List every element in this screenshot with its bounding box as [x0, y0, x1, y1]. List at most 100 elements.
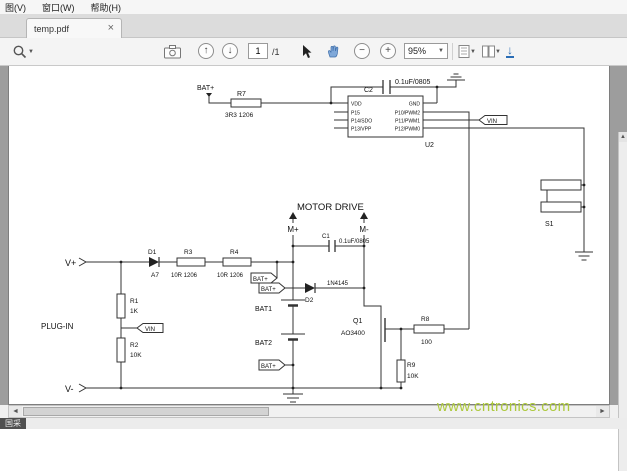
page-number-input[interactable] [248, 43, 268, 59]
q1-ref-label: Q1 [353, 318, 362, 325]
previous-view-button[interactable]: ↑ [198, 43, 214, 59]
r8-body [414, 325, 444, 333]
bat-plus-top-label: BAT+ [197, 85, 214, 92]
dropdown-caret-icon: ▼ [438, 48, 444, 54]
u2-pin-p11: P11/PWM1 [395, 119, 420, 125]
menu-window[interactable]: 窗口(W) [42, 1, 75, 14]
u2-pin-gnd: GND [409, 102, 421, 108]
download-icon: ↓ [506, 45, 514, 58]
scroll-up-arrow-icon[interactable]: ▲ [619, 132, 627, 142]
snapshot-button[interactable] [164, 43, 181, 60]
r3-body [177, 258, 205, 266]
zoom-level-value: 95% [408, 46, 426, 56]
c2-value-label: 0.1uF/0805 [395, 79, 431, 86]
u2-pin-p15: P15 [351, 111, 360, 117]
watermark-text: www.cntronics.com [437, 398, 570, 415]
scroll-right-arrow-icon[interactable]: ► [596, 406, 609, 417]
u2-ref-label: U2 [425, 142, 434, 149]
s1-contact-top [541, 180, 581, 190]
plug-in-label: PLUG-IN [41, 322, 74, 331]
u2-pin-vdd: VDD [351, 102, 362, 108]
menu-view[interactable]: 图(V) [5, 1, 26, 14]
page-count-label: /1 [272, 43, 280, 60]
d1-ref-label: D1 [148, 249, 157, 256]
download-button[interactable]: ↓ [506, 43, 514, 60]
s1-contact-bottom [541, 202, 581, 212]
motor-drive-title: MOTOR DRIVE [297, 202, 364, 213]
magnifier-icon [12, 44, 28, 60]
u2-pin-p14: P14/SDO [351, 119, 372, 125]
r1-ref-label: R1 [130, 298, 139, 305]
pdf-viewer-window: 图(V) 窗口(W) 帮助(H) temp.pdf × ▼ ↑ ↓ /1 − +… [0, 0, 627, 429]
m-minus-arrow-icon [360, 212, 368, 219]
r1-value-label: 1K [130, 308, 139, 315]
tab-temp-pdf[interactable]: temp.pdf × [26, 18, 122, 38]
status-bar: 国采 [0, 418, 627, 429]
down-arrow-icon: ↓ [228, 44, 233, 58]
select-tool-button[interactable] [300, 43, 312, 60]
schematic-wires [86, 80, 584, 394]
r8-value-label: 100 [421, 339, 432, 346]
v-plus-label: V+ [65, 258, 76, 268]
r2-ref-label: R2 [130, 342, 139, 349]
hand-icon [326, 44, 341, 59]
v-minus-label: V- [65, 384, 74, 394]
r2-body [117, 338, 125, 362]
q1-value-label: AO3400 [341, 330, 365, 337]
d1-value-label: A7 [151, 272, 159, 279]
search-zoom-tool-button[interactable]: ▼ [12, 43, 34, 60]
bat-plus-flag-3-label: BAT+ [261, 364, 276, 370]
r3-value-label: 10R 1206 [171, 273, 198, 279]
u2-pin-p12: P12/PWM0 [395, 127, 421, 133]
r7-value-label: 3R3 1206 [225, 112, 254, 119]
tab-bar: temp.pdf × [0, 14, 627, 38]
minus-icon: − [359, 44, 365, 58]
vin-flag-2-label: VIN [145, 327, 155, 333]
menu-help[interactable]: 帮助(H) [91, 1, 122, 14]
pdf-page[interactable]: BAT+ R7 3R3 1206 C2 0.1uF/0805 VDD P15 P… [8, 66, 610, 405]
camera-icon [164, 45, 181, 59]
r4-body [223, 258, 251, 266]
d2-value-label: 1N4145 [327, 281, 349, 287]
page-display-mode-button[interactable]: ▼ [458, 43, 476, 60]
tab-close-icon[interactable]: × [108, 24, 114, 33]
document-area: BAT+ R7 3R3 1206 C2 0.1uF/0805 VDD P15 P… [0, 66, 627, 405]
two-page-mode-button[interactable]: ▼ [482, 43, 501, 60]
d1-diode [149, 257, 159, 267]
r2-value-label: 10K [130, 352, 142, 359]
two-page-icon [482, 45, 495, 58]
plus-icon: + [385, 44, 391, 58]
vminus-terminal-icon [79, 384, 86, 392]
up-arrow-icon: ↑ [204, 44, 209, 58]
hand-tool-button[interactable] [326, 43, 341, 60]
u2-pin-p10: P10/PWM2 [395, 111, 421, 117]
dropdown-caret-icon: ▼ [28, 49, 34, 55]
r4-ref-label: R4 [230, 249, 239, 256]
zoom-out-button[interactable]: − [354, 43, 370, 59]
horizontal-scroll-thumb[interactable] [23, 407, 269, 416]
bat1-ref-label: BAT1 [255, 306, 272, 313]
r8-ref-label: R8 [421, 316, 430, 323]
bat-plus-flag-2-label: BAT+ [261, 287, 276, 293]
r7-ref-label: R7 [237, 91, 246, 98]
zoom-level-dropdown[interactable]: 95% ▼ [404, 43, 448, 59]
bat-plus-arrow-icon [206, 93, 212, 97]
d2-ref-label: D2 [305, 297, 314, 304]
next-view-button[interactable]: ↓ [222, 43, 238, 59]
r9-body [397, 360, 405, 382]
r7-body [231, 99, 261, 107]
r3-ref-label: R3 [184, 249, 193, 256]
m-plus-arrow-icon [289, 212, 297, 219]
r1-body [117, 294, 125, 318]
toolbar: ▼ ↑ ↓ /1 − + 95% ▼ ▼ ▼ ↓ [0, 38, 627, 66]
cursor-arrow-icon [300, 44, 312, 59]
r4-value-label: 10R 1206 [217, 273, 244, 279]
m-minus-label: M- [359, 225, 369, 234]
schematic-canvas: BAT+ R7 3R3 1206 C2 0.1uF/0805 VDD P15 P… [9, 66, 609, 403]
scroll-left-arrow-icon[interactable]: ◄ [9, 406, 22, 417]
c1-value-label: 0.1uF/0805 [339, 239, 370, 245]
ime-indicator: 国采 [0, 418, 26, 429]
c2-ref-label: C2 [364, 87, 373, 94]
u2-pin-p13: P13/VPP [351, 127, 372, 133]
zoom-in-button[interactable]: + [380, 43, 396, 59]
